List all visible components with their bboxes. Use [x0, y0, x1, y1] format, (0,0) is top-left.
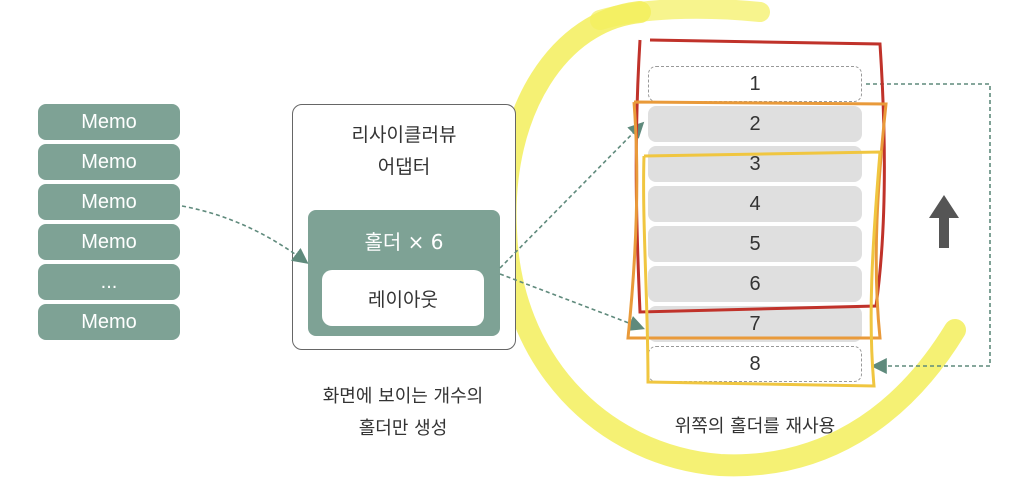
red-annotation-box — [634, 38, 886, 314]
memo-item-2: Memo — [38, 144, 180, 180]
gold-annotation-box — [642, 150, 882, 388]
row-2: 2 — [648, 106, 862, 142]
caption-right: 위쪽의 홀더를 재사용 — [674, 416, 836, 437]
recycle-loop-arrow — [866, 83, 991, 374]
memo-to-holder-arrow — [181, 205, 309, 264]
memo-item-4: Memo — [38, 224, 180, 260]
memo-item-3: Memo — [38, 184, 180, 220]
orange-annotation-box — [626, 100, 888, 340]
caption-left-line2: 홀더만 생성 — [358, 418, 448, 439]
row-5: 5 — [648, 226, 862, 262]
row-8: 8 — [648, 346, 862, 382]
yellow-highlight-top — [590, 0, 770, 30]
holder-to-row2-arrow — [499, 121, 645, 269]
holder-to-row7-arrow — [499, 273, 645, 331]
up-arrow-icon — [929, 195, 959, 248]
adapter-title-line2: 어댑터 — [377, 156, 431, 178]
layout-box: 레이아웃 — [322, 270, 484, 326]
holder-label: 홀더 × 6 — [364, 230, 444, 254]
memo-item-1: Memo — [38, 104, 180, 140]
memo-item-6: Memo — [38, 304, 180, 340]
row-4: 4 — [648, 186, 862, 222]
memo-item-ellipsis: ... — [38, 264, 180, 300]
row-6: 6 — [648, 266, 862, 302]
yellow-highlight-circle — [494, 1, 966, 477]
adapter-title-line1: 리사이클러뷰 — [351, 124, 457, 146]
caption-left-line1: 화면에 보이는 개수의 — [322, 386, 484, 407]
